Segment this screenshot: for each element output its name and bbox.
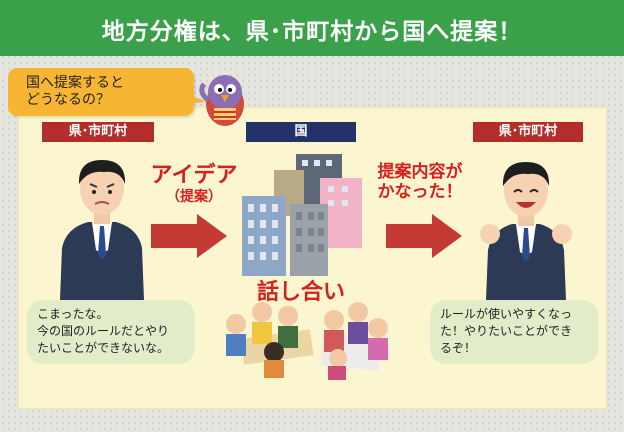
- question-line-2: どうなるの？: [26, 92, 191, 109]
- left-speech-line-3: たいことができないな。: [37, 340, 185, 357]
- left-speech-line-1: こまったな。: [37, 306, 185, 323]
- header-bar: 地方分権は、県･市町村から国へ提案！: [0, 0, 624, 56]
- left-speech-bubble: こまったな。 今の国のルールだとやり たいことができないな。: [27, 300, 195, 364]
- arrow-right-icon-2: [386, 214, 462, 258]
- label-left: 県･市町村: [42, 122, 154, 142]
- question-line-1: 国へ提案すると: [26, 75, 191, 92]
- right-speech-bubble: ルールが使いやすくなっ た！やりたいことができ るぞ！: [430, 300, 598, 364]
- page-title: 地方分権は、県･市町村から国へ提案！: [0, 12, 624, 46]
- right-speech-line-2: た！やりたいことができ: [440, 323, 588, 340]
- meeting-people-illustration: [218, 298, 393, 380]
- result-line-1: 提案内容が: [360, 162, 480, 182]
- worried-man-figure: [52, 150, 152, 300]
- arrow-right-icon: [151, 214, 227, 258]
- right-speech-line-3: るぞ！: [440, 340, 588, 357]
- happy-man-figure: [476, 152, 576, 300]
- result-line-2: かなった！: [360, 182, 480, 202]
- result-text: 提案内容が かなった！: [360, 162, 480, 202]
- bird-mascot-icon: [196, 62, 254, 128]
- left-speech-line-2: 今の国のルールだとやり: [37, 323, 185, 340]
- idea-sub-label: （提案）: [138, 186, 250, 206]
- government-buildings-icon: [238, 148, 368, 278]
- right-speech-line-1: ルールが使いやすくなっ: [440, 306, 588, 323]
- question-text: 国へ提案すると どうなるの？: [26, 75, 191, 109]
- idea-label: アイデア: [138, 157, 250, 189]
- label-center: 国: [246, 122, 356, 142]
- label-right: 県･市町村: [473, 122, 583, 142]
